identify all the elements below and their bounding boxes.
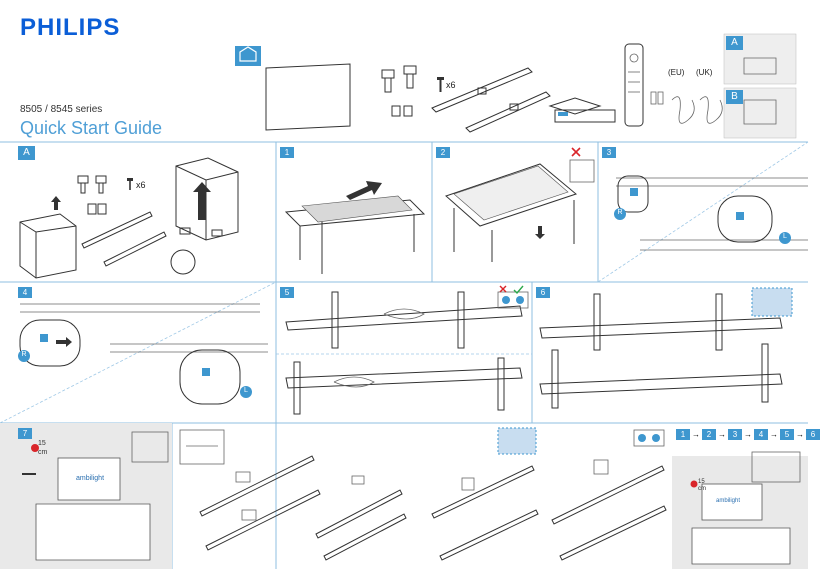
arrow-right-icon: →	[692, 430, 700, 439]
step-6-badge: 6	[536, 287, 550, 298]
screw-icon	[437, 77, 444, 92]
power-cord-icon	[671, 96, 723, 124]
distance-unit: cm	[38, 449, 48, 456]
compare-inset-7	[131, 431, 169, 463]
step-7-badge: 7	[18, 428, 32, 439]
tv-placement-illustration	[0, 423, 172, 569]
final-distance-value: 15	[698, 479, 705, 485]
sequence-step-6: 6	[806, 429, 820, 440]
box-lift-illustration	[170, 157, 239, 275]
final-ambilight-label: ambilight	[716, 498, 741, 504]
booklet-icon	[548, 97, 616, 123]
series-label: 8505 / 8545 series	[20, 104, 103, 115]
hardware-inset-7	[497, 427, 537, 455]
arrow-right-icon: →	[744, 430, 752, 439]
tv-panel-icon	[265, 63, 351, 131]
leg-attach-left-illustration	[614, 195, 791, 244]
parts-group	[77, 175, 167, 267]
feet-bars-icon	[431, 67, 551, 133]
compare-inset-5	[497, 285, 529, 309]
compare-inset-7b	[633, 429, 665, 447]
option-b-badge: B	[726, 90, 743, 104]
hardware-inset-6	[751, 287, 793, 317]
step-1-badge: 1	[280, 147, 294, 158]
step-4-badge: 4	[18, 287, 32, 298]
tv-facedown-illustration	[445, 163, 578, 262]
region-eu-label: (EU)	[668, 68, 685, 77]
arrow-right-icon: →	[718, 430, 726, 439]
foot-screw-illustrations	[199, 455, 667, 561]
brand-logo: PHILIPS	[20, 14, 121, 41]
step-a-screw-count: x6	[136, 180, 146, 190]
stand-alt-bottom-illustration	[539, 343, 783, 409]
leg-slide-left-illustration	[110, 343, 268, 405]
arrow-right-icon: →	[796, 430, 804, 439]
sequence-step-4: 4	[754, 429, 768, 440]
arrow-right-icon: →	[770, 430, 778, 439]
left-marker-3: L	[783, 233, 787, 240]
ambilight-label: ambilight	[76, 475, 105, 482]
stand-parts-icon	[381, 65, 417, 117]
step-3-badge: 3	[602, 147, 616, 158]
remote-control-icon	[624, 43, 664, 127]
step-a-badge: A	[18, 146, 35, 160]
x-mark-icon	[571, 147, 581, 157]
table-sheet-illustration	[284, 181, 426, 274]
left-marker-4: L	[244, 387, 248, 394]
page-title: Quick Start Guide	[20, 118, 163, 138]
leg-slide-right-illustration	[18, 303, 260, 367]
sequence-step-5: 5	[780, 429, 794, 440]
final-distance-unit: cm	[698, 486, 706, 492]
sequence-step-2: 2	[702, 429, 716, 440]
distance-value: 15	[38, 440, 46, 447]
option-a-badge: A	[726, 36, 743, 50]
right-marker-4: R	[21, 351, 27, 358]
screw-count-label: x6	[446, 80, 456, 90]
final-placement-illustration	[672, 451, 808, 569]
step-2-badge: 2	[436, 147, 450, 158]
stand-install-top-illustration	[285, 291, 523, 349]
box-illustration	[19, 196, 77, 279]
right-marker-3: R	[617, 209, 623, 216]
stand-alt-top-illustration	[539, 293, 783, 351]
step-5-badge: 5	[280, 287, 294, 298]
unbox-icon	[235, 46, 261, 66]
sequence-step-1: 1	[676, 429, 690, 440]
wall-mount-room-illustration	[179, 429, 225, 465]
step-sequence: 1→ 2→ 3→ 4→ 5→ 6	[676, 429, 820, 440]
stand-install-bottom-illustration	[285, 357, 523, 415]
sequence-step-3: 3	[728, 429, 742, 440]
region-uk-label: (UK)	[696, 68, 713, 77]
